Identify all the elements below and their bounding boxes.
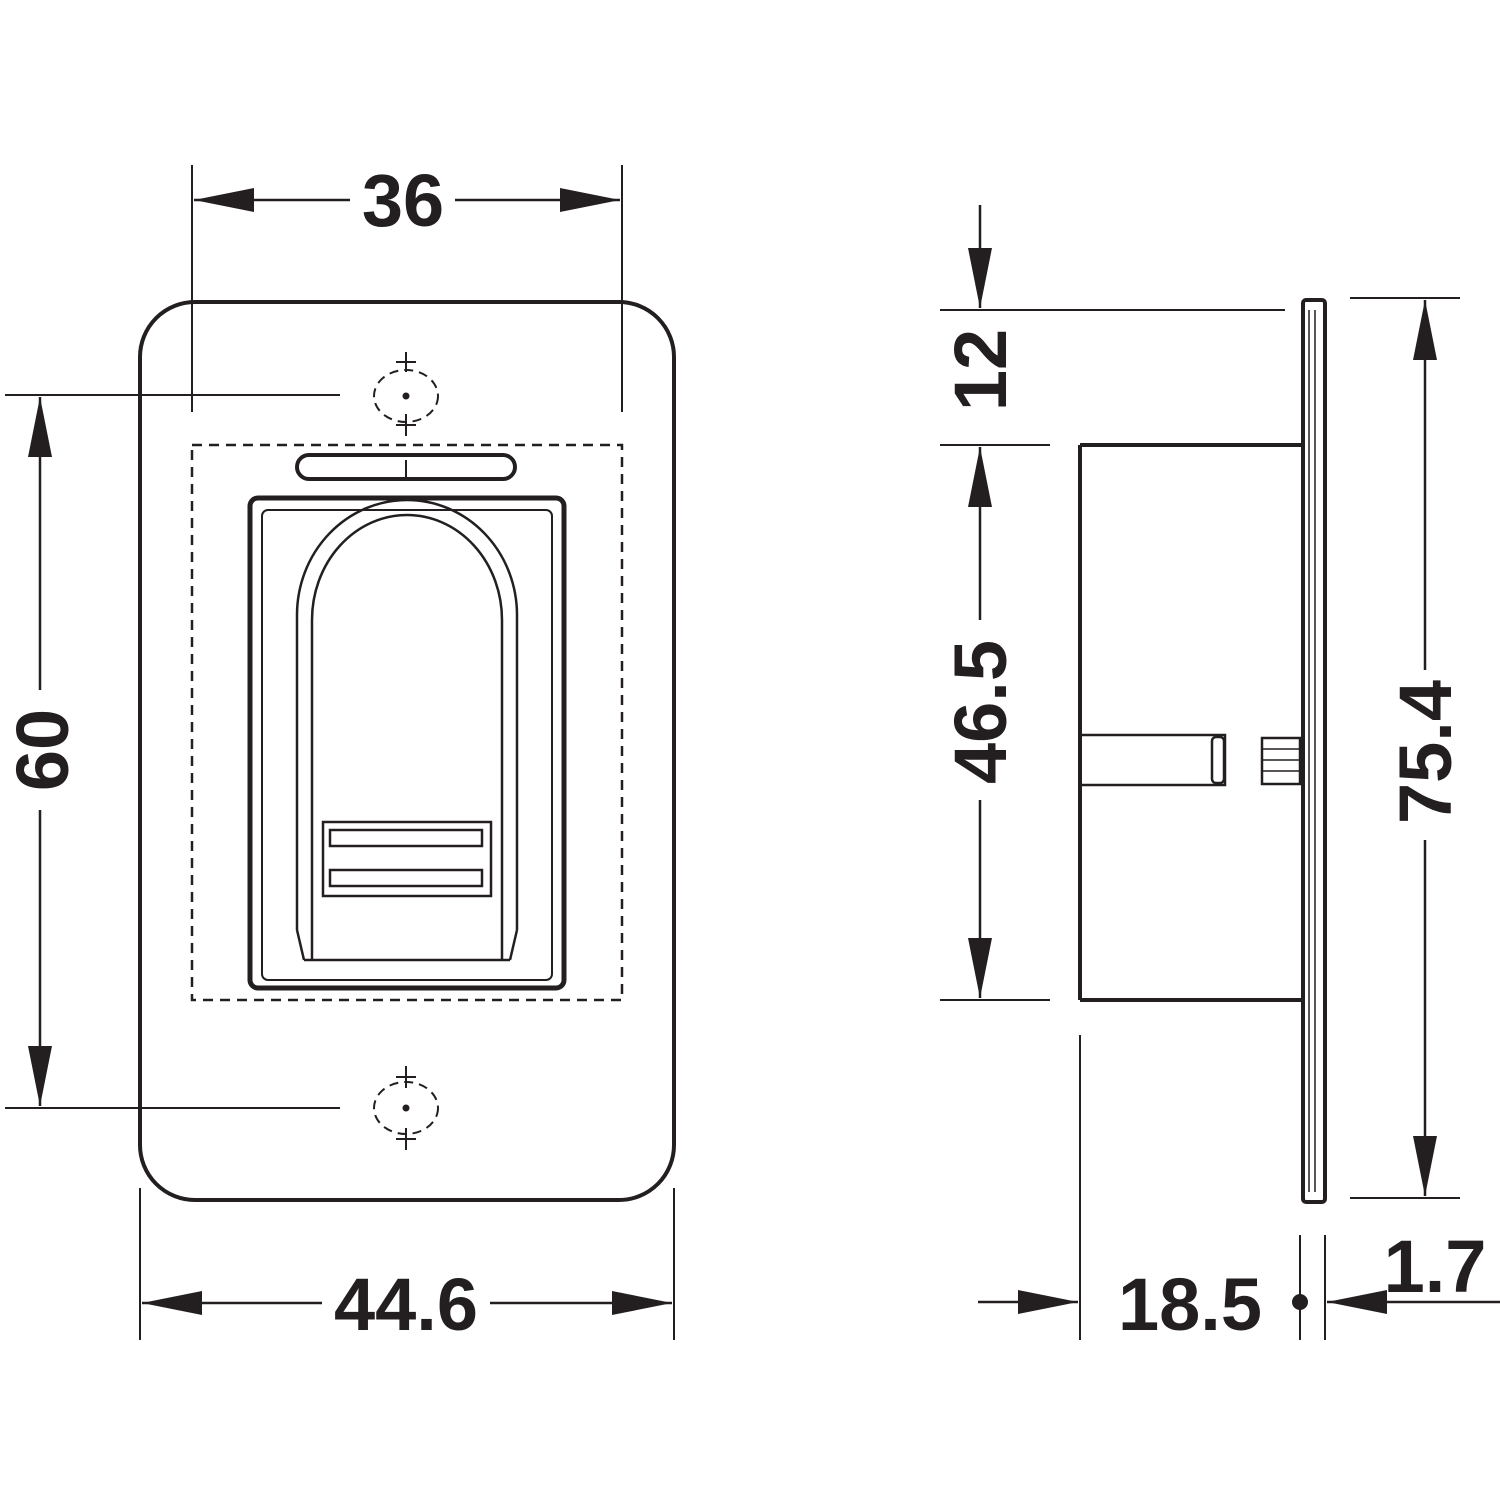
front-cutout-dashed <box>190 443 624 1002</box>
front-top-slot <box>295 453 517 481</box>
label-75-4: 75.4 <box>1384 680 1467 824</box>
front-mounting-plate <box>138 300 676 1202</box>
side-plate <box>1301 298 1327 1204</box>
front-extension-lines <box>5 165 675 1340</box>
front-bottom-hole <box>373 1066 439 1150</box>
side-latch <box>1080 733 1302 787</box>
side-body <box>1078 443 1303 1002</box>
side-view <box>940 205 1500 1340</box>
label-46-5: 46.5 <box>939 640 1022 784</box>
side-thickness-dot <box>1292 1294 1308 1310</box>
side-dimension-lines <box>968 205 1500 1314</box>
front-reader-housing <box>247 495 567 991</box>
front-top-hole <box>373 352 439 436</box>
front-dimension-lines <box>27 188 620 1106</box>
label-60: 60 <box>1 709 84 791</box>
front-view <box>5 165 676 1340</box>
label-36: 36 <box>362 159 444 242</box>
label-18-5: 18.5 <box>1118 1263 1262 1346</box>
front-finger-guide <box>295 498 519 962</box>
side-extension-lines <box>940 297 1460 1340</box>
front-sensor <box>321 820 493 898</box>
label-1-7: 1.7 <box>1384 1225 1487 1308</box>
dimension-labels: 36 44.6 60 12 46.5 75.4 18.5 1.7 <box>1 159 1486 1346</box>
label-44-6: 44.6 <box>334 1263 478 1346</box>
label-12: 12 <box>939 329 1022 411</box>
